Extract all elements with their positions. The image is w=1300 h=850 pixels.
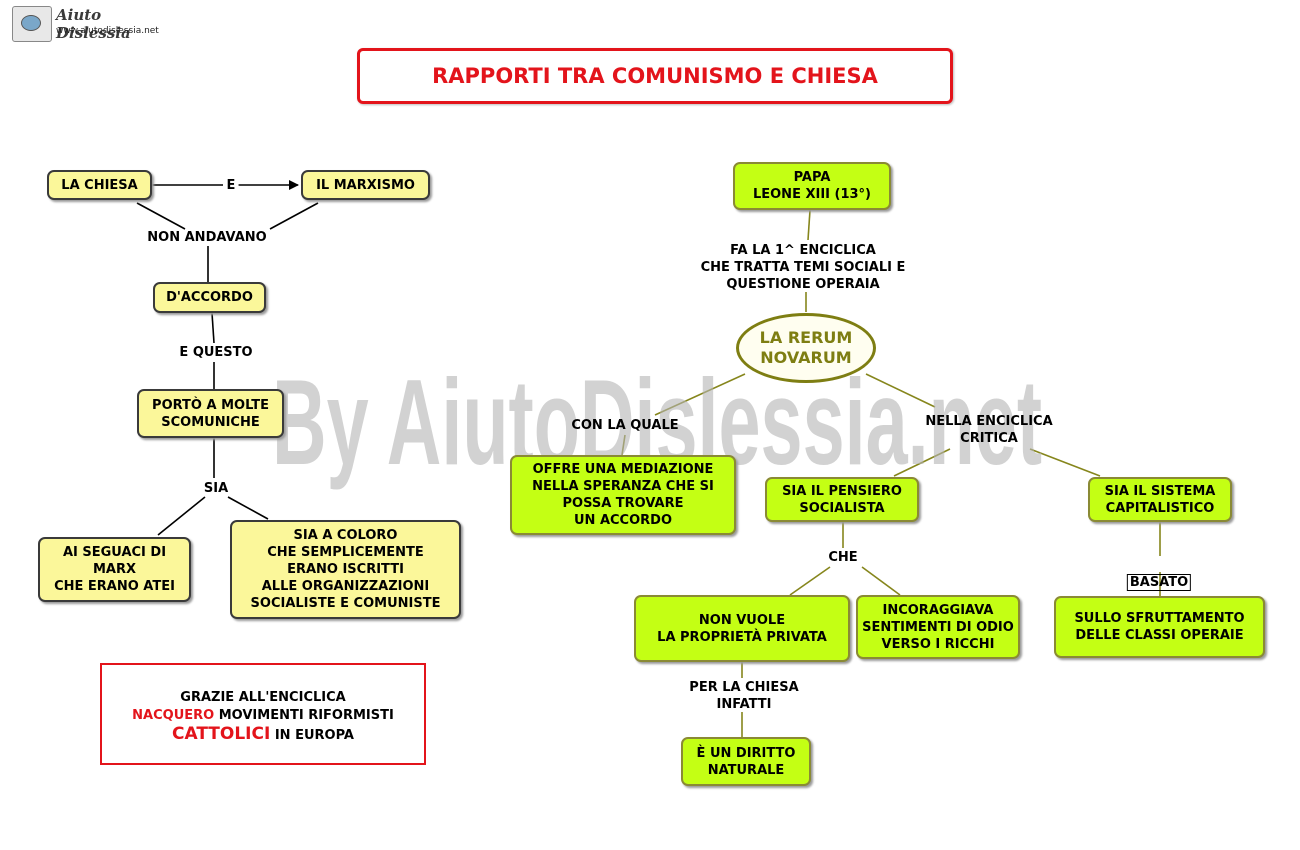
note-line-1: GRAZIE ALL'ENCICLICA — [180, 690, 346, 705]
label-non-andavano: NON ANDAVANO — [147, 230, 267, 245]
label-e: E — [223, 177, 239, 194]
label-che: CHE — [828, 550, 858, 565]
note-line-3: CATTOLICI IN EUROPA — [102, 725, 424, 745]
label-basato: BASATO — [1126, 574, 1192, 591]
page-title: RAPPORTI TRA COMUNISMO E CHIESA — [432, 64, 878, 88]
label-e-questo: E QUESTO — [179, 345, 253, 360]
node-papa-leone: PAPA LEONE XIII (13°) — [733, 162, 891, 210]
note-box: GRAZIE ALL'ENCICLICA NACQUERO MOVIMENTI … — [100, 663, 426, 765]
logo-name: Aiuto Dislessia — [56, 6, 131, 42]
node-il-marxismo: IL MARXISMO — [301, 170, 430, 200]
label-fa-la-enciclica: FA LA 1^ ENCICLICA CHE TRATTA TEMI SOCIA… — [700, 243, 906, 292]
label-nella-enciclica: NELLA ENCICLICA CRITICA — [925, 414, 1053, 446]
label-sia: SIA — [203, 481, 229, 496]
node-mediazione: OFFRE UNA MEDIAZIONE NELLA SPERANZA CHE … — [510, 455, 736, 535]
label-con-la-quale: CON LA QUALE — [571, 418, 679, 433]
note-line-2: NACQUERO MOVIMENTI RIFORMISTI — [102, 707, 424, 725]
node-sfruttamento: SULLO SFRUTTAMENTO DELLE CLASSI OPERAIE — [1054, 596, 1265, 658]
title-box: RAPPORTI TRA COMUNISMO E CHIESA — [357, 48, 953, 104]
note-line-3-rest: IN EUROPA — [270, 728, 354, 743]
note-cattolici: CATTOLICI — [172, 724, 271, 744]
node-porto-scomuniche: PORTÒ A MOLTE SCOMUNICHE — [137, 389, 284, 438]
node-sia-a-coloro: SIA A COLORO CHE SEMPLICEMENTE ERANO ISC… — [230, 520, 461, 619]
book-globe-icon — [12, 6, 52, 42]
node-incoraggiava: INCORAGGIAVA SENTIMENTI DI ODIO VERSO I … — [856, 595, 1020, 659]
site-logo: Aiuto Dislessia www.aiutodislessia.net — [10, 4, 170, 44]
node-daccordo: D'ACCORDO — [153, 282, 266, 313]
logo-url: www.aiutodislessia.net — [56, 26, 159, 36]
label-basato-wrap: BASATO — [1126, 557, 1192, 591]
note-nacquero: NACQUERO — [132, 708, 215, 723]
node-non-vuole: NON VUOLE LA PROPRIETÀ PRIVATA — [634, 595, 850, 662]
note-line-2-rest: MOVIMENTI RIFORMISTI — [214, 708, 394, 723]
label-per-la-chiesa: PER LA CHIESA INFATTI — [689, 680, 799, 712]
node-rerum-novarum: LA RERUM NOVARUM — [736, 313, 876, 383]
node-sistema-capitalistico: SIA IL SISTEMA CAPITALISTICO — [1088, 477, 1232, 522]
node-la-chiesa: LA CHIESA — [47, 170, 152, 200]
node-diritto-naturale: È UN DIRITTO NATURALE — [681, 737, 811, 786]
node-seguaci-marx: AI SEGUACI DI MARX CHE ERANO ATEI — [38, 537, 191, 602]
node-pensiero-socialista: SIA IL PENSIERO SOCIALISTA — [765, 477, 919, 522]
